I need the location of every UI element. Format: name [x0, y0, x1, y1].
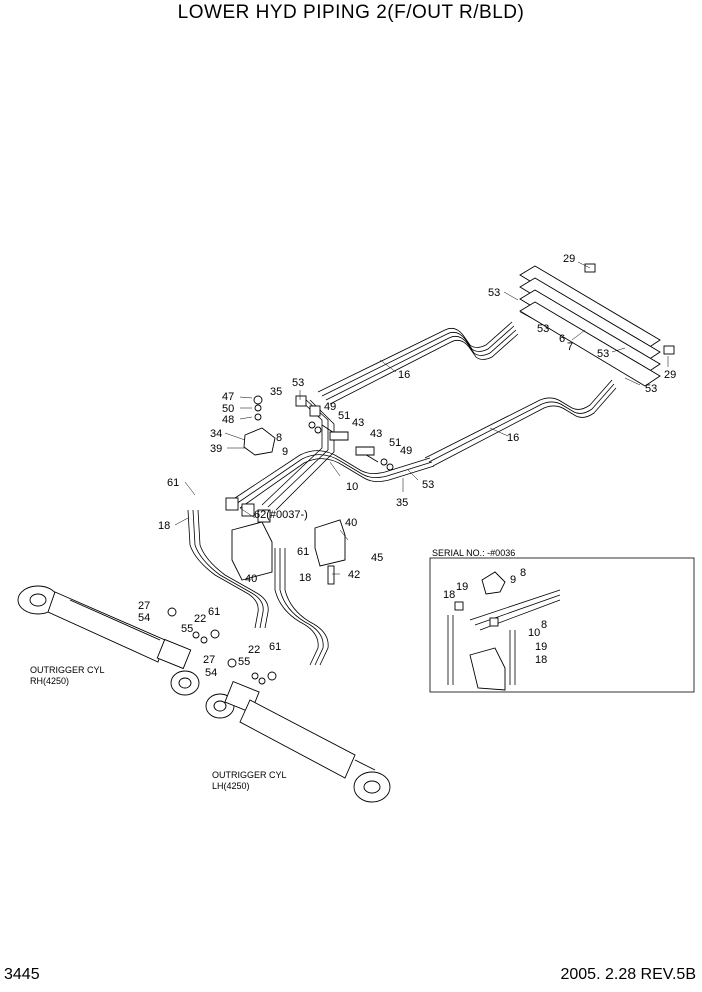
callout-6: 6: [559, 333, 565, 345]
callout-42: 42: [348, 569, 360, 581]
callout-27: 27: [138, 600, 150, 612]
callout-53: 53: [645, 383, 657, 395]
callout-53: 53: [537, 323, 549, 335]
pipe-16-upper: [317, 321, 519, 405]
caption-rh-line1: OUTRIGGER CYL: [30, 665, 105, 675]
callout-47: 47: [222, 391, 234, 403]
inset-callout-19: 19: [456, 581, 468, 593]
manifold-block: [519, 263, 675, 387]
date-revision: 2005. 2.28 REV.5B: [560, 966, 696, 983]
inset-title: SERIAL NO.: -#0036: [432, 548, 515, 558]
callout-61: 61: [167, 477, 179, 489]
callout-7: 7: [567, 341, 573, 353]
callout-53: 53: [488, 287, 500, 299]
callout-18: 18: [299, 572, 311, 584]
outrigger-cylinder-lh: [205, 680, 391, 803]
inset-callout-9: 9: [510, 574, 516, 586]
callout-49: 49: [324, 401, 336, 413]
callout-40: 40: [345, 517, 357, 529]
callout-27: 27: [203, 654, 215, 666]
leader-lines: [174, 261, 669, 575]
callout-61: 61: [208, 606, 220, 618]
callout-62: 62(#0037-): [254, 509, 308, 521]
serial-inset: [429, 557, 695, 693]
caption-lh-line1: OUTRIGGER CYL: [212, 770, 287, 780]
callout-51: 51: [389, 437, 401, 449]
callout-55: 55: [238, 656, 250, 668]
callout-43: 43: [370, 428, 382, 440]
callout-53: 53: [597, 348, 609, 360]
callout-51: 51: [338, 410, 350, 422]
callout-35: 35: [270, 386, 282, 398]
inset-callout-18: 18: [443, 589, 455, 601]
callout-16: 16: [398, 369, 410, 381]
callout-54: 54: [138, 612, 150, 624]
callout-35: 35: [396, 497, 408, 509]
page-number: 3445: [4, 966, 40, 983]
callout-9: 9: [282, 446, 288, 458]
callout-61: 61: [297, 546, 309, 558]
outrigger-cylinder-rh: [17, 585, 200, 696]
callout-54: 54: [205, 667, 217, 679]
callout-45: 45: [371, 552, 383, 564]
callout-53: 53: [422, 479, 434, 491]
inset-callout-18: 18: [535, 654, 547, 666]
inset-callout-10: 10: [528, 627, 540, 639]
bracket-40: [231, 519, 346, 585]
callout-18: 18: [158, 520, 170, 532]
callout-22: 22: [194, 613, 206, 625]
callout-50: 50: [222, 403, 234, 415]
caption-lh-line2: LH(4250): [212, 781, 250, 791]
pipe-16-lower: [424, 379, 617, 467]
fittings: [225, 395, 394, 523]
callout-22: 22: [248, 644, 260, 656]
callout-29: 29: [563, 253, 575, 265]
callout-10: 10: [346, 481, 358, 493]
callout-53: 53: [292, 377, 304, 389]
callout-16: 16: [507, 432, 519, 444]
callout-48: 48: [222, 414, 234, 426]
callout-43: 43: [352, 417, 364, 429]
callout-49: 49: [400, 445, 412, 457]
inset-callout-8: 8: [520, 567, 526, 579]
callout-40: 40: [245, 573, 257, 585]
caption-rh-line2: RH(4250): [30, 676, 69, 686]
callout-29: 29: [664, 369, 676, 381]
inset-callout-19: 19: [535, 641, 547, 653]
callout-labels: 29 53 53 6 7 53 29 53 16 16 35 53 47 50 …: [30, 253, 676, 791]
cylinder-fittings: [167, 607, 277, 685]
callout-39: 39: [210, 443, 222, 455]
callout-55: 55: [181, 623, 193, 635]
callout-8: 8: [276, 432, 282, 444]
inset-callout-8: 8: [541, 619, 547, 631]
page-title: LOWER HYD PIPING 2(F/OUT R/BLD): [177, 2, 525, 23]
hoses-18: [187, 509, 329, 666]
callout-34: 34: [210, 428, 222, 440]
callout-61: 61: [269, 641, 281, 653]
